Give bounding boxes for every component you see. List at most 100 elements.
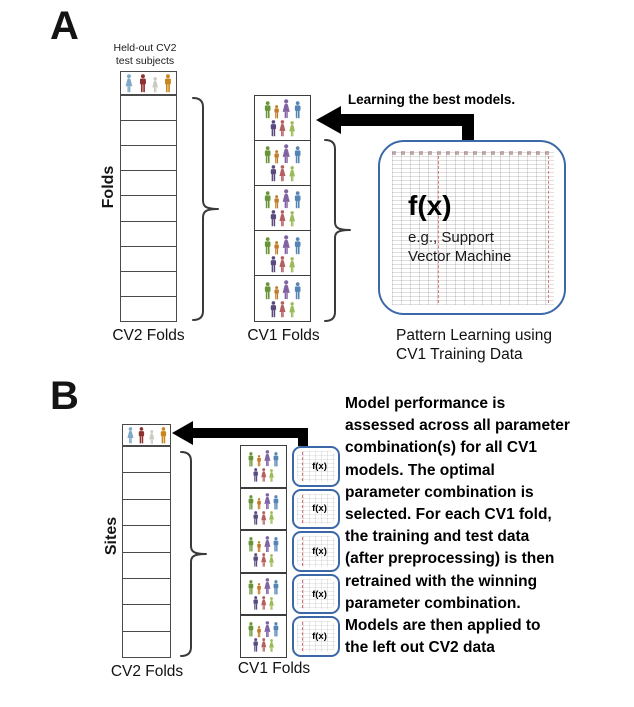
- cv1-fold-box: [254, 95, 311, 142]
- people-row: [263, 234, 302, 255]
- person-icon: [261, 468, 267, 482]
- matrix-red-column-icon: [438, 156, 439, 303]
- person-icon: [279, 300, 286, 317]
- cv2-folds-stack-a: [120, 95, 177, 322]
- person-icon: [274, 195, 279, 209]
- fx-model-box: f(x): [292, 616, 340, 657]
- cv1-folds-caption-b: CV1 Folds: [237, 660, 311, 677]
- cv1-folds-caption-a: CV1 Folds: [247, 327, 320, 344]
- cv1-folds-stack-b: f(x)f(x)f(x)f(x)f(x): [240, 445, 340, 658]
- people-row: [252, 638, 276, 653]
- person-icon: [283, 99, 291, 119]
- person-icon: [125, 74, 133, 93]
- person-icon: [256, 540, 261, 552]
- person-icon: [279, 165, 286, 182]
- fx-label: f(x): [312, 631, 327, 643]
- fx-pattern: [297, 451, 335, 482]
- fx-red-column-icon: [302, 537, 303, 566]
- arrow-elbow-a: [462, 114, 474, 142]
- people-row: [263, 279, 302, 300]
- person-icon: [274, 240, 279, 254]
- arrow-head-b: [172, 421, 193, 445]
- empty-fold-cell: [121, 96, 176, 122]
- empty-fold-cell: [123, 526, 170, 553]
- matrix-red-column-icon: [548, 156, 549, 303]
- data-matrix-pattern: [392, 152, 554, 305]
- empty-fold-cell: [123, 500, 170, 527]
- fx-red-column-icon: [302, 579, 303, 609]
- panel-b-label: B: [50, 374, 79, 418]
- fx-pattern: [297, 578, 335, 610]
- person-icon: [261, 595, 267, 610]
- empty-fold-cell: [121, 196, 176, 222]
- person-icon: [261, 638, 267, 653]
- cv1-fold-box: [254, 140, 311, 187]
- arrow-label-a: Learning the best models.: [347, 92, 516, 107]
- fx-label: f(x): [312, 460, 327, 472]
- person-icon: [139, 74, 146, 93]
- person-icon: [274, 150, 279, 164]
- arrow-bar-b: [190, 428, 308, 438]
- sites-axis-label: Sites: [103, 516, 120, 556]
- person-icon: [160, 427, 166, 444]
- held-out-caption: Held-out CV2 test subjects: [113, 42, 177, 68]
- people-row: [263, 144, 302, 164]
- person-icon: [264, 146, 271, 164]
- fx-pattern: [297, 621, 335, 652]
- empty-fold-cell: [121, 171, 176, 197]
- person-icon: [264, 620, 271, 637]
- person-icon: [270, 255, 276, 272]
- person-icon: [248, 452, 254, 467]
- fx-red-column-icon: [302, 622, 303, 651]
- cv1-fold-box: [254, 230, 311, 277]
- person-icon: [264, 493, 271, 510]
- person-icon: [253, 468, 258, 482]
- person-icon: [248, 579, 254, 595]
- person-icon: [269, 596, 275, 610]
- person-icon: [289, 301, 296, 317]
- person-icon: [274, 285, 279, 300]
- cv1-fold-box: [240, 572, 287, 616]
- person-icon: [264, 281, 271, 299]
- people-row: [263, 99, 302, 119]
- person-icon: [279, 255, 286, 272]
- fx-model-box: f(x): [292, 446, 340, 487]
- empty-fold-cell: [121, 272, 176, 297]
- person-icon: [294, 236, 301, 254]
- empty-fold-cell: [123, 605, 170, 632]
- person-icon: [261, 510, 267, 525]
- person-icon: [283, 189, 291, 209]
- data-matrix-header: [392, 151, 554, 155]
- person-icon: [253, 638, 258, 653]
- cv1-fold-row: f(x): [240, 487, 340, 531]
- cv1-fold-row: f(x): [240, 445, 340, 488]
- arrow-elbow-b: [298, 428, 308, 446]
- panel-a-label: A: [50, 4, 79, 48]
- empty-fold-cell: [123, 579, 170, 606]
- empty-fold-cell: [121, 121, 176, 147]
- person-icon: [138, 427, 145, 444]
- cv1-fold-box: [240, 445, 287, 488]
- person-icon: [248, 622, 254, 637]
- fx-pattern: [297, 493, 335, 525]
- people-row: [252, 467, 276, 482]
- fx-label: f(x): [312, 588, 327, 600]
- person-icon: [256, 455, 261, 467]
- empty-fold-cell: [121, 146, 176, 172]
- person-icon: [256, 498, 261, 510]
- people-row: [252, 552, 276, 567]
- brace-cv2-b: [180, 451, 207, 657]
- cv2-test-subjects-box-b: [122, 424, 171, 446]
- cv2-folds-stack-b: [122, 446, 171, 658]
- person-icon: [253, 595, 258, 610]
- empty-fold-cell: [121, 297, 176, 321]
- person-icon: [294, 101, 301, 119]
- person-icon: [273, 622, 279, 637]
- person-icon: [270, 210, 276, 227]
- cv1-folds-stack-a: [254, 95, 311, 322]
- empty-fold-cell: [123, 553, 170, 579]
- person-icon: [294, 281, 301, 299]
- person-icon: [269, 554, 275, 567]
- people-row: [252, 510, 276, 525]
- cv1-fold-box: [240, 487, 287, 531]
